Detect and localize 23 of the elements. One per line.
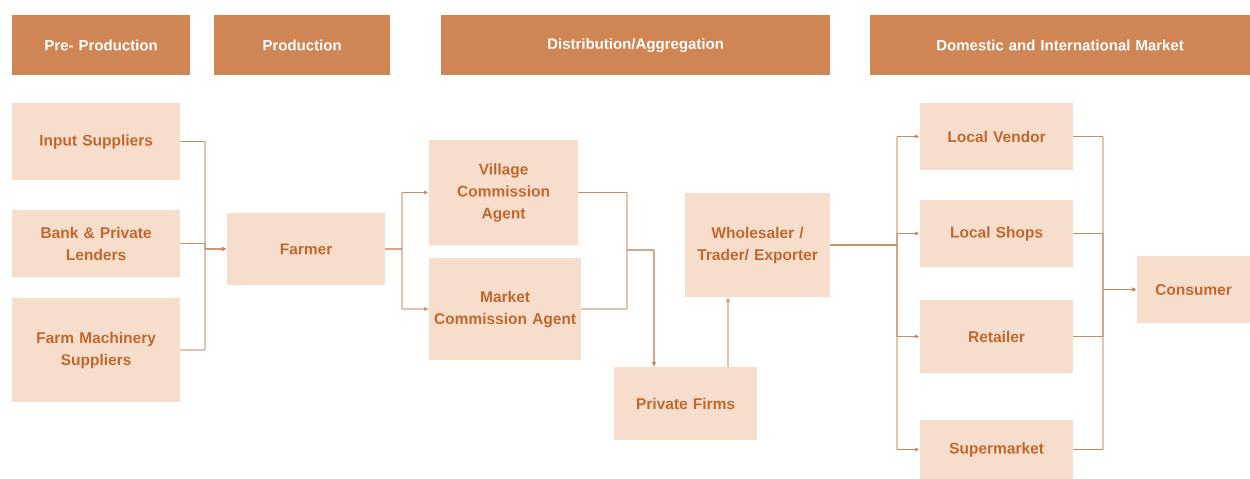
- connector-arrow: [384, 248, 428, 311]
- process-box: Farmer: [227, 213, 385, 285]
- process-box: Bank & Private Lenders: [12, 210, 180, 277]
- process-box: Local Shops: [920, 200, 1073, 267]
- header-box: Pre- Production: [12, 15, 190, 75]
- process-box: Input Suppliers: [12, 103, 180, 180]
- process-box: Village Commission Agent: [429, 140, 578, 245]
- process-box: Consumer: [1137, 256, 1250, 323]
- header-box: Domestic and International Market: [870, 15, 1250, 75]
- connector-arrow: [179, 247, 226, 351]
- connector-arrow: [580, 249, 656, 366]
- connector-arrow: [829, 244, 919, 452]
- connector-arrow: [726, 298, 730, 368]
- header-box: Distribution/Aggregation: [441, 15, 830, 75]
- connector-arrow: [1072, 287, 1136, 450]
- process-box: Supermarket: [920, 420, 1073, 479]
- process-box: Retailer: [920, 300, 1073, 373]
- process-box: Market Commission Agent: [429, 258, 581, 360]
- header-box: Production: [214, 15, 390, 75]
- process-box: Wholesaler / Trader/ Exporter: [685, 193, 830, 297]
- process-box: Local Vendor: [920, 103, 1073, 170]
- process-box: Private Firms: [614, 367, 757, 440]
- process-box: Farm Machinery Suppliers: [12, 298, 180, 402]
